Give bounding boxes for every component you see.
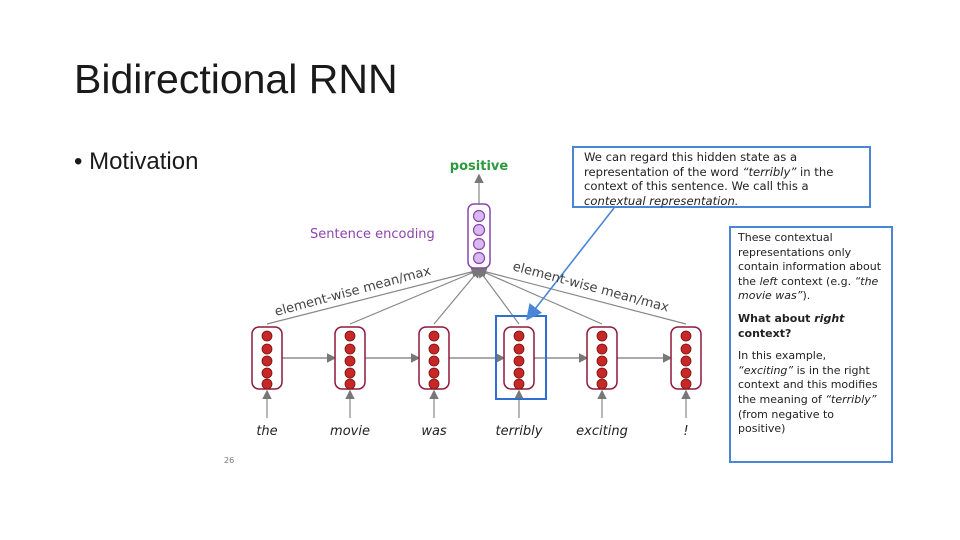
input-word-2: movie bbox=[330, 424, 370, 439]
hidden-state-cell bbox=[680, 378, 692, 390]
callout-right-context: These contextual representations only co… bbox=[729, 226, 893, 463]
hidden-state-cell bbox=[680, 343, 692, 355]
callout-line: context of this sentence. We call this a bbox=[584, 179, 809, 193]
input-word-6: ! bbox=[683, 424, 688, 439]
input-word-4: terribly bbox=[496, 424, 543, 439]
hidden-state-cell bbox=[596, 343, 608, 355]
callout-paragraph-example: In this example, “exciting” is in the ri… bbox=[738, 349, 878, 436]
hidden-state-cell bbox=[596, 330, 608, 342]
hidden-state-cell bbox=[428, 343, 440, 355]
callout-paragraph-left-context: These contextual representations only co… bbox=[738, 231, 882, 303]
input-word-5: exciting bbox=[576, 424, 628, 439]
hidden-state-cell bbox=[261, 330, 273, 342]
sentence-encoding-label: Sentence encoding bbox=[310, 227, 435, 242]
hidden-state-cell bbox=[428, 355, 440, 367]
hidden-state-cell bbox=[513, 367, 525, 379]
encoding-cell bbox=[472, 223, 486, 237]
hidden-state-cell bbox=[596, 378, 608, 390]
callout-question: What about right context? bbox=[738, 311, 845, 340]
pool-connector bbox=[349, 268, 482, 325]
callout-line: contextual representation. bbox=[584, 193, 739, 208]
encoding-cell bbox=[472, 209, 486, 223]
pool-left-label: element-wise mean/max bbox=[273, 264, 433, 320]
hidden-state-cell bbox=[428, 330, 440, 342]
hidden-state-cell bbox=[344, 378, 356, 390]
input-word-1: the bbox=[256, 424, 277, 439]
hidden-state-cell bbox=[261, 355, 273, 367]
callout-line: representation of the word “terribly” in… bbox=[584, 164, 834, 179]
hidden-state-cell bbox=[261, 367, 273, 379]
hidden-state-cell bbox=[680, 330, 692, 342]
pool-connector bbox=[476, 268, 603, 325]
hidden-state-cell bbox=[344, 330, 356, 342]
hidden-state-cell bbox=[344, 355, 356, 367]
hidden-state-cell bbox=[513, 343, 525, 355]
hidden-state-cell bbox=[513, 378, 525, 390]
hidden-state-cell bbox=[261, 343, 273, 355]
hidden-state-cell bbox=[680, 355, 692, 367]
hidden-state-cell bbox=[513, 355, 525, 367]
slide-title: Bidirectional RNN bbox=[74, 56, 398, 102]
hidden-state-cell bbox=[344, 343, 356, 355]
pool-connector bbox=[476, 267, 687, 325]
hidden-state-cell bbox=[596, 355, 608, 367]
hidden-state-cell bbox=[344, 367, 356, 379]
bullet-motivation: • Motivation bbox=[74, 148, 199, 175]
hidden-state-cell bbox=[680, 367, 692, 379]
encoding-cell bbox=[472, 251, 486, 265]
hidden-state-cell bbox=[261, 378, 273, 390]
page-number: 26 bbox=[224, 456, 235, 465]
hidden-state-cell bbox=[428, 367, 440, 379]
input-word-3: was bbox=[421, 424, 447, 439]
output-label: positive bbox=[450, 159, 509, 174]
callout-pointer-arrow bbox=[526, 207, 615, 321]
pool-connector bbox=[266, 267, 482, 325]
callout-line: We can regard this hidden state as a bbox=[584, 150, 798, 164]
hidden-state-cell bbox=[428, 378, 440, 390]
encoding-cell bbox=[472, 237, 486, 251]
hidden-state-cell bbox=[596, 367, 608, 379]
callout-contextual-representation: We can regard this hidden state as a rep… bbox=[572, 146, 871, 208]
pool-right-label: element-wise mean/max bbox=[511, 259, 671, 315]
terribly-highlight-box bbox=[495, 315, 547, 400]
pool-connector bbox=[433, 268, 481, 325]
hidden-state-cell bbox=[513, 330, 525, 342]
